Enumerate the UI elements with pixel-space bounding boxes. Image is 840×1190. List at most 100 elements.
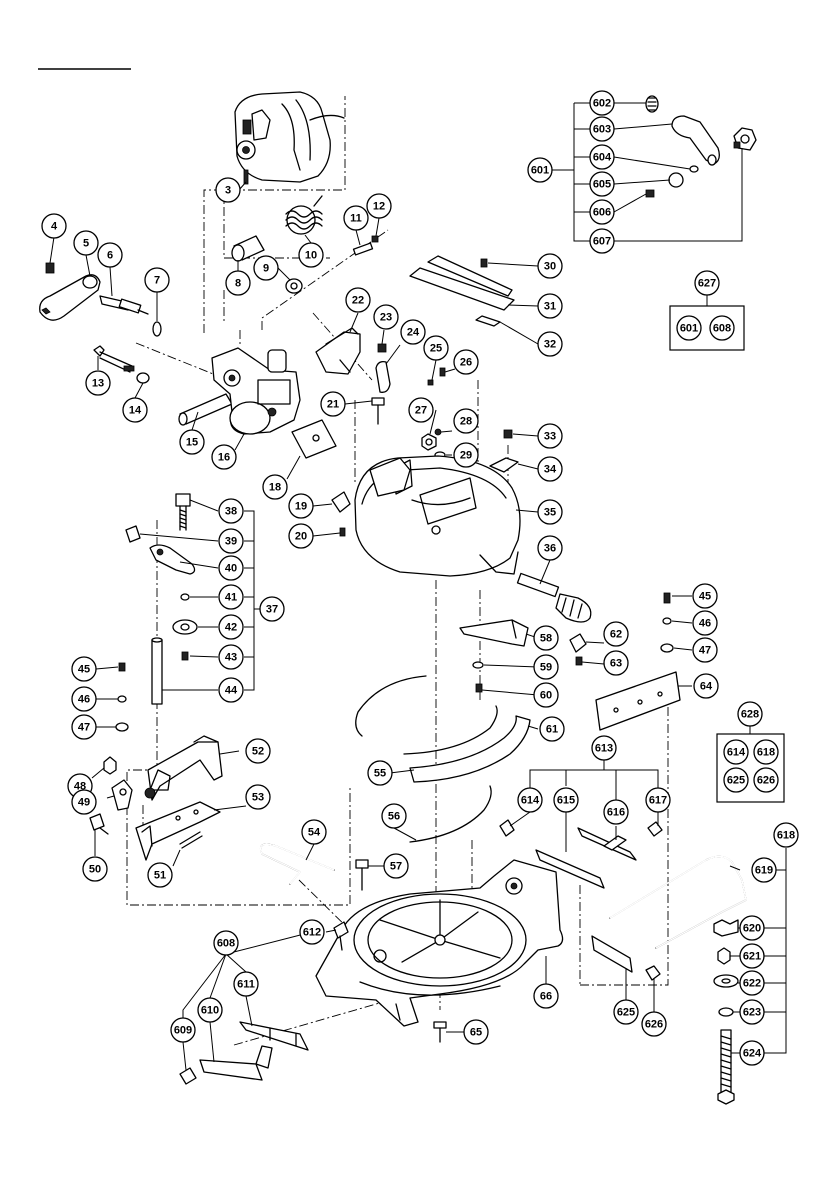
callout-31: 31 [537,293,563,319]
callout-number: 38 [225,506,237,518]
callout-612: 612 [299,919,325,945]
callout-number: 54 [308,827,321,839]
clip-19 [331,491,351,537]
shaft-15 [178,393,233,426]
callout-number: 61 [546,724,558,736]
bracket-22 [315,327,387,375]
callout-number: 20 [295,531,307,543]
callout-number: 627 [698,278,716,290]
callout-number: 626 [645,1019,663,1031]
callout-22: 22 [345,287,371,313]
callout-26: 26 [453,349,479,375]
callout-number: 46 [699,618,711,630]
callout-number: 9 [263,263,269,275]
callout-number: 603 [593,124,611,136]
callout-number: 28 [460,416,472,428]
callout-30: 30 [537,253,563,279]
callout-number: 63 [610,658,622,670]
callout-number: 619 [755,865,773,877]
callout-number: 19 [295,501,307,513]
callout-number: 62 [610,629,622,641]
screw-3 [243,169,249,185]
bracket-34 [489,429,519,473]
callout-number: 27 [415,405,427,417]
callout-38: 38 [218,498,244,524]
callout-604: 604 [589,144,615,170]
callout-number: 613 [595,743,613,755]
callout-number: 628 [741,709,759,721]
callout-number: 617 [649,795,667,807]
callout-613: 613 [591,735,617,761]
knob-36 [516,572,592,623]
callout-number: 616 [607,807,625,819]
callout-number: 43 [225,652,237,664]
callout-number: 610 [201,1005,219,1017]
callout-51: 51 [147,862,173,888]
callout-36: 36 [537,535,563,561]
callout-number: 13 [92,378,104,390]
callout-49: 49 [71,789,97,815]
callout-63: 63 [603,650,629,676]
callout-number: 604 [593,152,612,164]
callout-45: 45 [71,656,97,682]
callout-number: 622 [743,978,761,990]
extension-608 [179,1021,309,1085]
callout-number: 65 [470,1027,482,1039]
callout-46: 46 [692,610,718,636]
callout-number: 45 [78,664,90,676]
callout-34: 34 [537,456,563,482]
base-66 [315,859,564,1027]
callout-number: 612 [303,927,321,939]
turntable-35 [354,455,521,577]
callout-number: 625 [617,1007,635,1019]
callout-7: 7 [144,267,170,293]
knob-assembly-601 [645,95,757,198]
callout-4: 4 [41,213,67,239]
callout-618: 618 [773,822,799,848]
bracket-53 [135,801,221,861]
callout-number: 623 [743,1007,761,1019]
callout-number: 25 [430,343,442,355]
callout-number: 609 [174,1025,192,1037]
callout-46: 46 [71,686,97,712]
kit-627-item-601: 601 [676,315,702,341]
callout-39: 39 [218,528,244,554]
callout-65: 65 [463,1019,489,1045]
bolt-6 [99,295,149,315]
callout-3: 3 [215,177,241,203]
callout-number: 30 [544,261,556,273]
kit-628-item-614: 614 [723,739,749,765]
callout-615: 615 [553,787,579,813]
hinge-bracket-16 [211,347,301,435]
callout-number: 6 [107,250,113,262]
callout-number: 12 [373,201,385,213]
callout-number: 10 [305,250,317,262]
bolt-612 [333,921,349,951]
callout-number: 18 [269,482,281,494]
callout-number: 601 [531,165,549,177]
extension-618 [591,855,747,981]
callout-623: 623 [739,999,765,1025]
pin-11-screw-12 [352,235,379,256]
fence-52 [144,735,223,801]
fasteners-45-47-left [115,662,129,732]
callout-number: 32 [544,339,556,351]
wire-56 [409,785,492,843]
callout-number: 59 [540,662,552,674]
callout-10: 10 [298,242,324,268]
leader-lines [49,102,787,1071]
callout-59: 59 [533,654,559,680]
callout-6: 6 [97,242,123,268]
callout-number: 40 [225,563,237,575]
callout-number: 606 [593,207,611,219]
callout-number: 58 [540,633,552,645]
callout-50: 50 [82,856,108,882]
callout-number: 60 [540,690,552,702]
callout-628: 628 [737,701,763,727]
callout-number: 51 [154,870,166,882]
callout-620: 620 [739,915,765,941]
callout-number: 624 [743,1048,762,1060]
callout-616: 616 [603,799,629,825]
callout-number: 602 [593,98,611,110]
